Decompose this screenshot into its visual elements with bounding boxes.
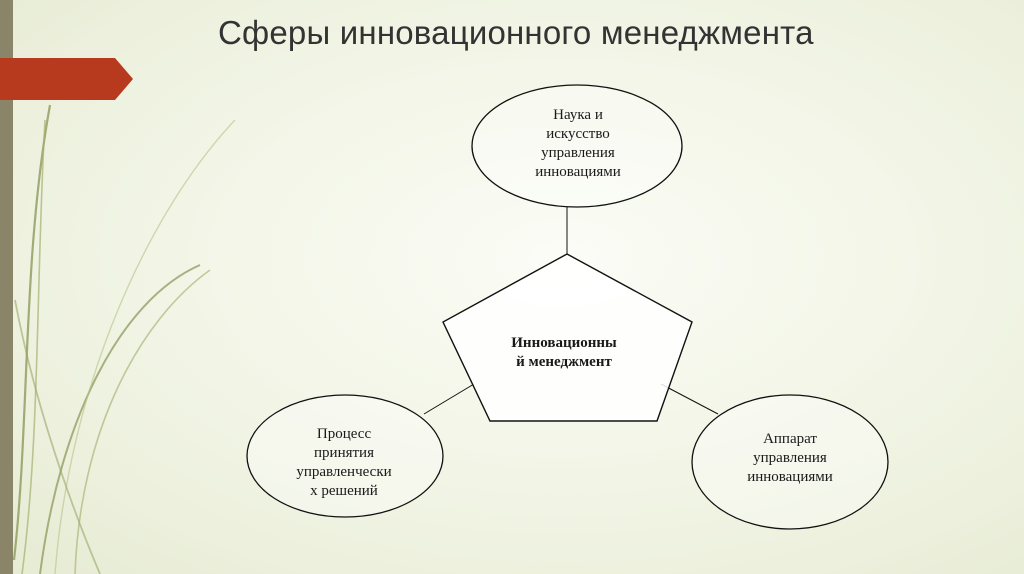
title-accent-banner <box>0 58 133 100</box>
node-ellipse-top <box>471 84 683 208</box>
connector-left <box>423 383 475 415</box>
node-ellipse-right <box>691 394 889 530</box>
left-side-bar <box>0 0 13 574</box>
center-label: Инновационны й менеджмент <box>511 335 617 370</box>
slide-title: Сферы инновационного менеджмента <box>218 14 814 51</box>
node-ellipse-left <box>246 394 444 518</box>
node-label-right: Аппарат управления инновациями <box>747 431 833 485</box>
node-label-left: Процесс принятия управленчески х решений <box>296 426 392 499</box>
decorative-grass-lines <box>12 104 236 574</box>
connector-right <box>660 383 719 415</box>
node-label-top: Наука и искусство управления инновациями <box>535 107 621 180</box>
center-pentagon <box>442 253 693 422</box>
